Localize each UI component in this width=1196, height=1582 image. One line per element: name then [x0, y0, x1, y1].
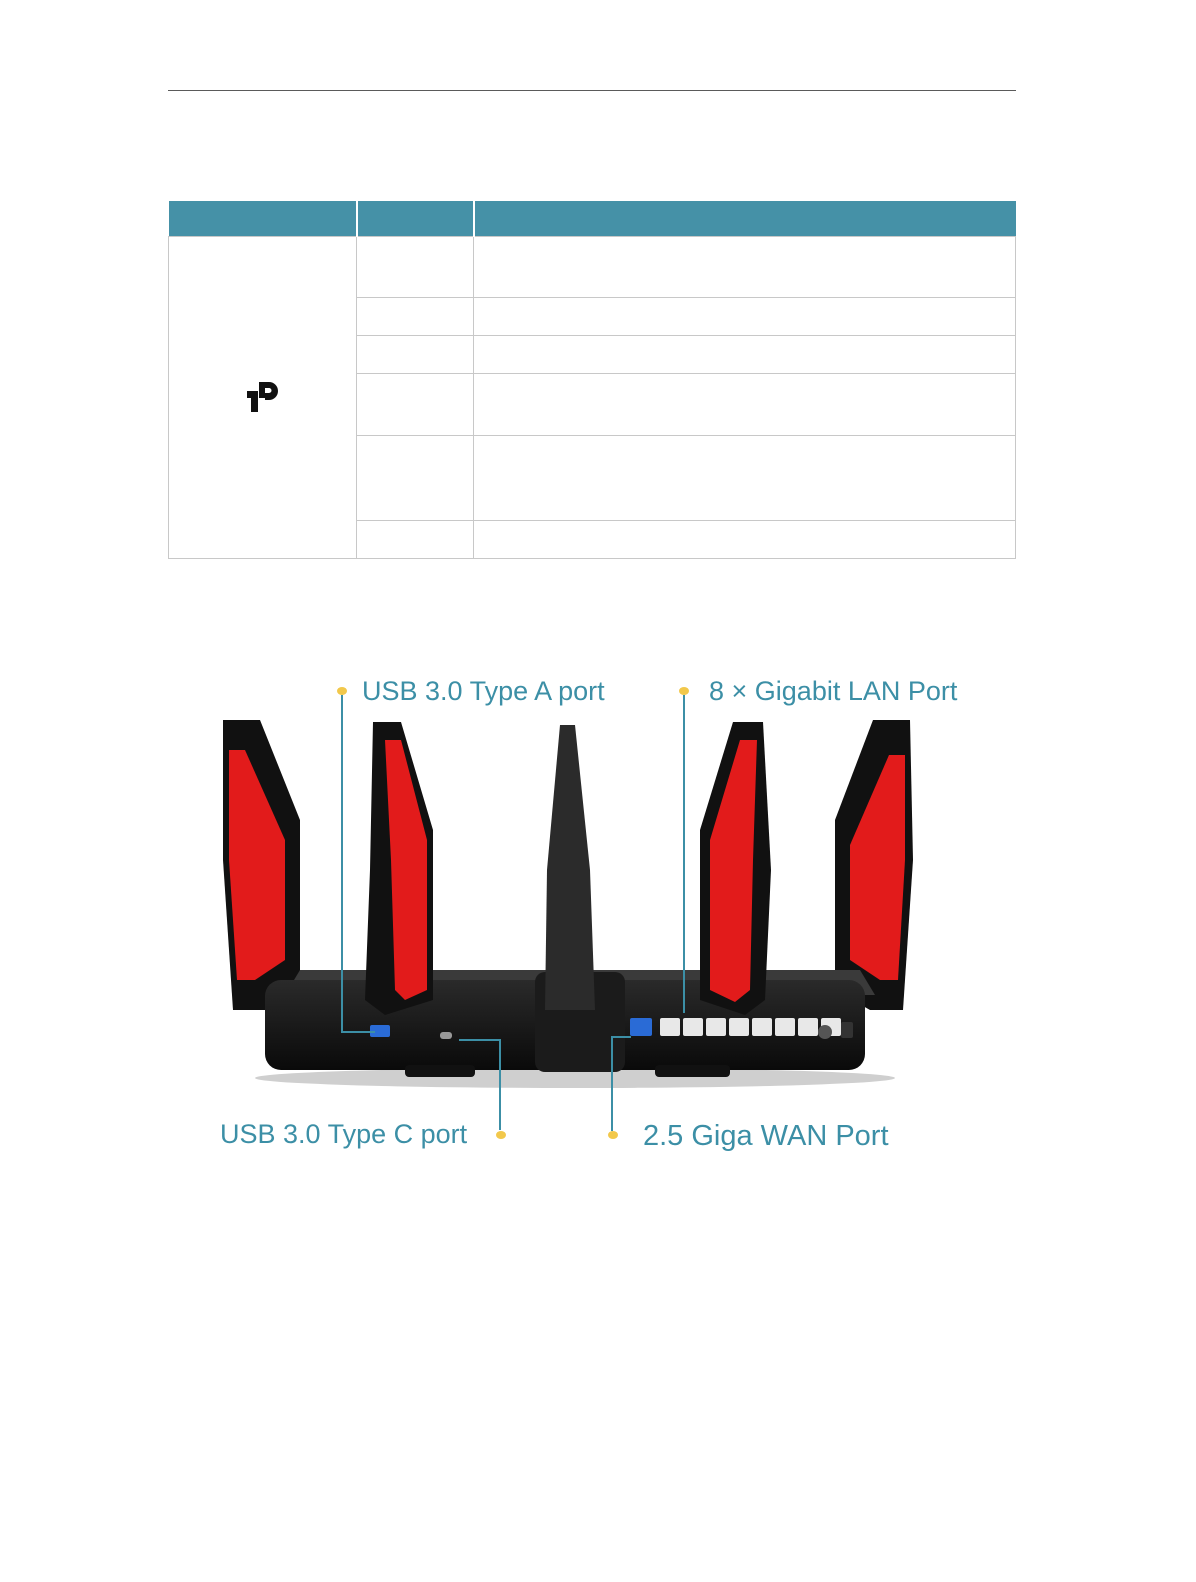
table-cell [473, 373, 1016, 436]
header-rule [168, 90, 1016, 91]
table-cell [356, 373, 474, 436]
table-row [169, 434, 1016, 521]
callout-leader [611, 1036, 631, 1038]
table-row [168, 235, 1016, 559]
callout-leader [683, 695, 685, 1013]
callout-usb-a: USB 3.0 Type A port [362, 676, 605, 706]
callout-lan: 8 × Gigabit LAN Port [709, 676, 958, 706]
tp-link-logo-icon [246, 382, 278, 412]
table-row [169, 335, 1016, 375]
table-row [169, 519, 1016, 560]
table-row [169, 297, 1016, 337]
callout-leader [341, 1031, 375, 1033]
callout-leader [611, 1036, 613, 1131]
table-cell [473, 297, 1016, 337]
callout-leader [459, 1039, 501, 1041]
table-cell [356, 297, 474, 337]
table-header-cell [473, 201, 1016, 237]
table-cell [473, 235, 1016, 299]
table-cell [473, 434, 1016, 521]
callout-dot [679, 687, 689, 695]
led-table [168, 201, 1016, 560]
table-header-cell [356, 201, 475, 237]
callout-dot [496, 1131, 506, 1139]
table-header-cell [168, 201, 358, 237]
router-back-image [223, 720, 913, 1088]
callout-dot [337, 687, 347, 695]
table-cell [356, 519, 474, 560]
table-cell [473, 335, 1016, 375]
callout-leader [341, 695, 343, 1033]
table-cell [356, 434, 474, 521]
table-cell [356, 335, 474, 375]
table-header-row [168, 201, 1016, 237]
table-cell [356, 235, 474, 299]
table-cell [473, 519, 1016, 560]
table-row [169, 373, 1016, 436]
callout-wan: 2.5 Giga WAN Port [643, 1120, 889, 1152]
logo-cell [168, 236, 357, 559]
callout-dot [608, 1131, 618, 1139]
callout-leader [499, 1039, 501, 1130]
callout-usb-c: USB 3.0 Type C port [220, 1119, 468, 1149]
